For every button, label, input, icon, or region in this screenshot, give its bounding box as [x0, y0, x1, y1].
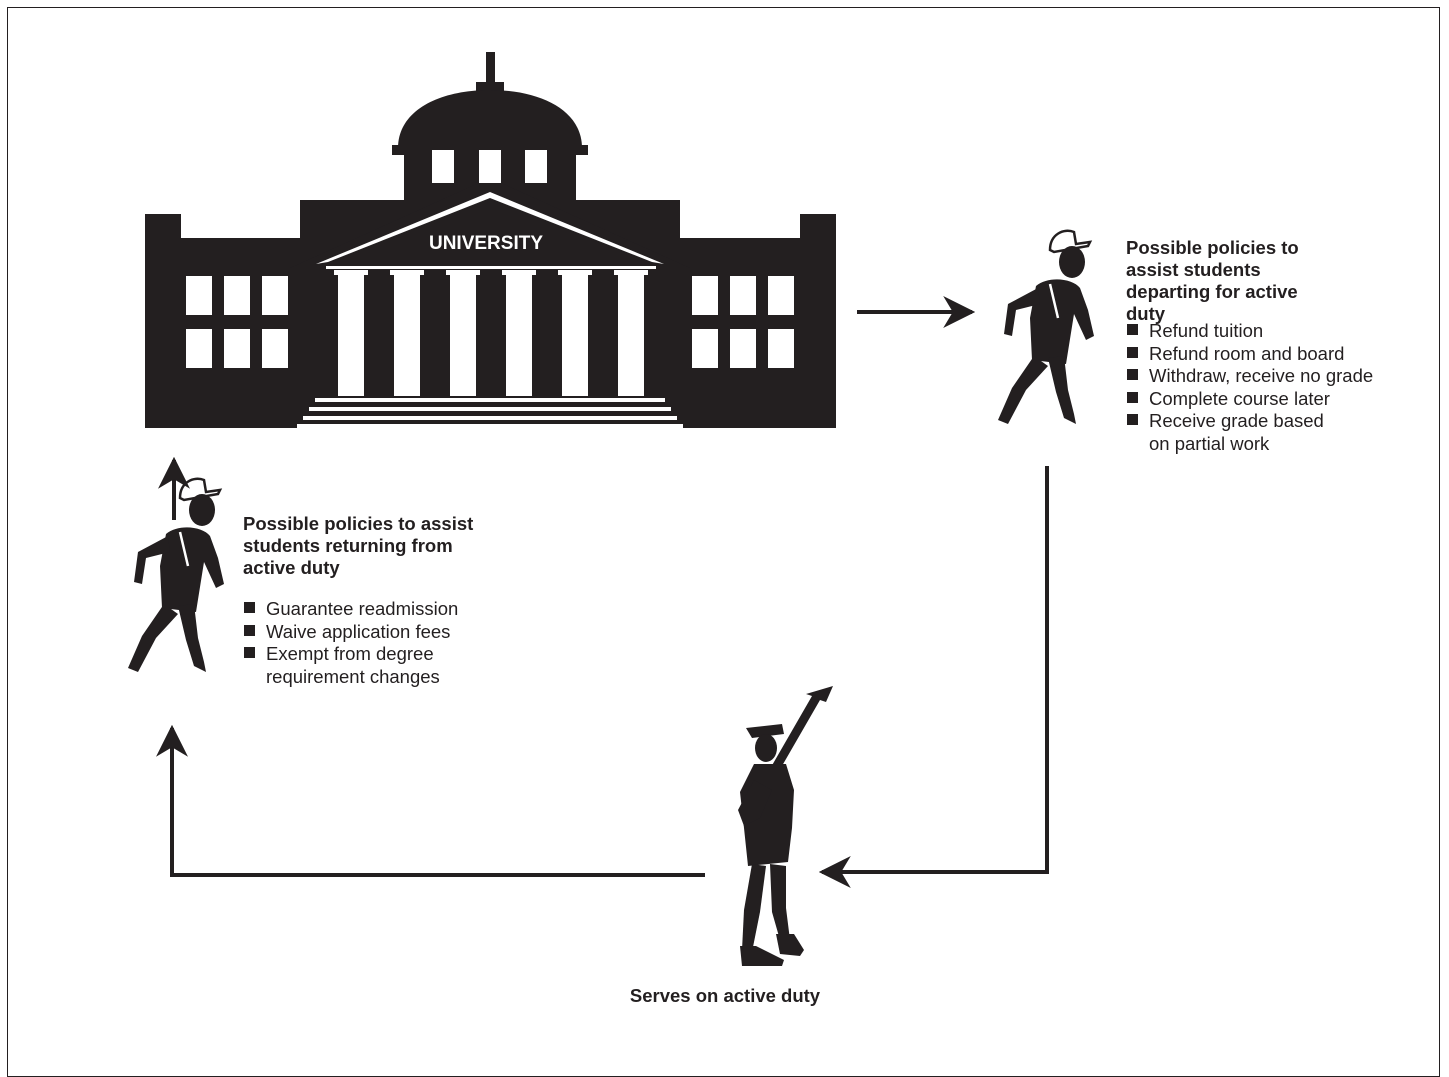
list-item: Refund tuition [1127, 320, 1409, 343]
list-item: Receive grade based on partial work [1127, 410, 1409, 455]
bullet-square-icon [1127, 391, 1138, 403]
list-item: Waive application fees [244, 621, 526, 644]
soldier-icon [738, 686, 833, 966]
bullet-square-icon [244, 624, 255, 636]
departing-policies-list: Refund tuition Refund room and board Wit… [1127, 320, 1409, 455]
arrow-from-service [156, 724, 705, 877]
bullet-square-icon [1127, 414, 1138, 425]
list-item: Guarantee readmission [244, 598, 526, 621]
returning-policies-heading: Possible policies to assist students ret… [243, 513, 474, 578]
arrow-to-service [818, 466, 1049, 888]
bullet-square-icon [1127, 324, 1138, 335]
university-label: UNIVERSITY [429, 233, 543, 254]
soldier-caption: Serves on active duty [629, 985, 821, 1006]
list-item: Exempt from degree requirement changes [244, 643, 526, 688]
list-item: Withdraw, receive no grade [1127, 365, 1409, 388]
departing-student-icon [998, 229, 1094, 424]
university-details [186, 150, 794, 428]
bullet-square-icon [1127, 369, 1138, 380]
returning-student-icon [128, 477, 224, 672]
list-item: Refund room and board [1127, 343, 1409, 366]
departing-policies-heading: Possible policies to assist students dep… [1126, 237, 1299, 324]
bullet-square-icon [244, 602, 255, 613]
flow-arrows [156, 296, 1049, 888]
bullet-square-icon [244, 647, 255, 658]
bullet-square-icon [1127, 346, 1138, 358]
list-item: Complete course later [1127, 388, 1409, 411]
returning-policies-list: Guarantee readmission Waive application … [244, 598, 526, 688]
